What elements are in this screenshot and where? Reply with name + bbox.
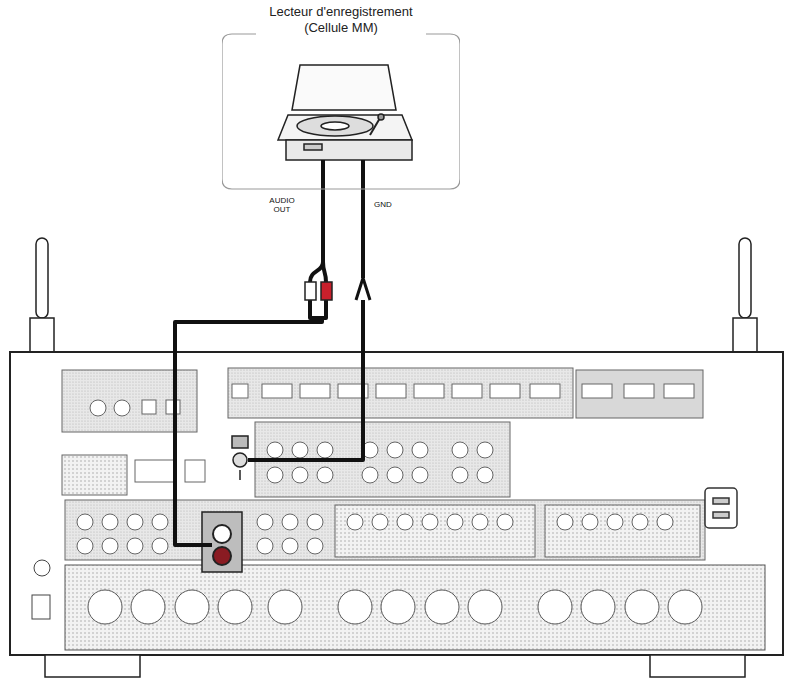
turntable xyxy=(278,65,412,160)
power-inlet xyxy=(705,488,737,528)
speaker-terminal-row xyxy=(65,565,765,650)
ground-terminal xyxy=(232,436,248,480)
frame-outline xyxy=(222,34,460,189)
side-jack xyxy=(32,560,50,619)
phono-jack xyxy=(202,512,242,572)
signal-label: GND xyxy=(368,200,398,209)
receiver-foot xyxy=(45,655,745,677)
spade-lug xyxy=(356,278,370,300)
receiver-body xyxy=(10,352,783,655)
antenna xyxy=(30,238,757,354)
device-frame: Lecteur d'enregistrement (Cellule MM) xyxy=(222,4,460,190)
device-title: Lecteur d'enregistrement (Cellule MM) xyxy=(256,4,426,36)
audio-cable xyxy=(175,160,326,545)
rca-plug xyxy=(305,282,332,300)
signal-label: AUDIO OUT xyxy=(262,196,302,214)
connector-panel xyxy=(62,368,705,560)
ground-wire xyxy=(248,160,363,460)
